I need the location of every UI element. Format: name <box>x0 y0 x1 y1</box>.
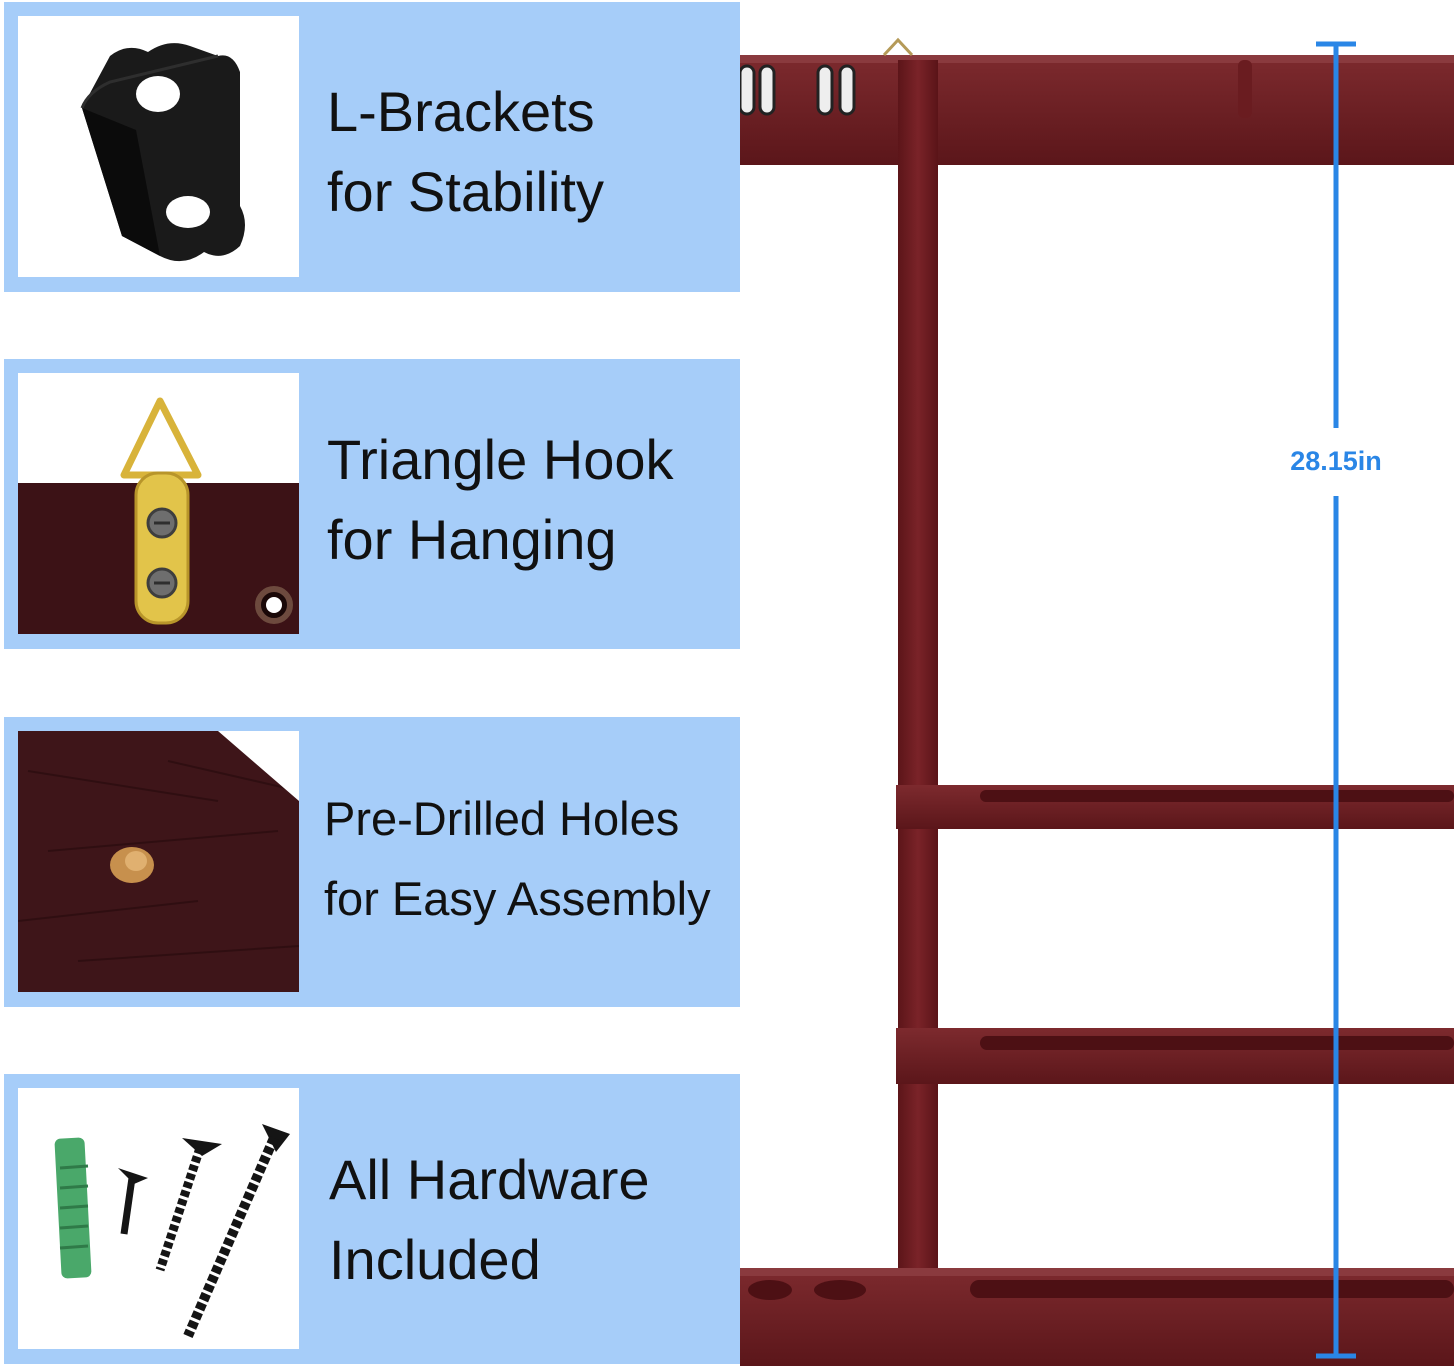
hardware-screws-icon <box>18 1088 299 1349</box>
feature-subtitle: for Hanging <box>327 508 617 571</box>
long-screw-icon <box>183 1124 290 1338</box>
feature-subtitle: for Stability <box>327 160 604 223</box>
feature-panel-triangle-hook: Triangle Hook for Hanging <box>4 359 740 649</box>
feature-title: All Hardware <box>329 1148 650 1211</box>
cue-clips <box>738 64 856 116</box>
middle-shelf-2 <box>896 1028 1454 1084</box>
feature-subtitle: for Easy Assembly <box>324 872 711 925</box>
wall-anchor-icon <box>54 1137 92 1279</box>
height-dimension-label: 28.15in <box>1290 446 1382 476</box>
drilled-hole-icon <box>18 731 299 992</box>
middle-shelf-1 <box>896 785 1454 829</box>
bottom-base <box>740 1268 1454 1366</box>
l-bracket-icon <box>18 16 299 277</box>
feature-title: Pre-Drilled Holes <box>324 792 680 845</box>
feature-title: L-Brackets <box>327 80 595 143</box>
feature-subtitle: Included <box>329 1228 541 1291</box>
feature-panel-l-brackets: L-Brackets for Stability <box>4 2 740 292</box>
feature-panel-all-hardware: All Hardware Included <box>4 1074 740 1364</box>
feature-panel-pre-drilled-holes: Pre-Drilled Holes for Easy Assembly <box>4 717 740 1007</box>
vertical-post <box>898 60 938 1290</box>
triangle-hook-icon <box>18 373 299 634</box>
height-dimension-line <box>1316 41 1356 1359</box>
medium-screw-icon <box>155 1138 222 1272</box>
feature-title: Triangle Hook <box>327 428 674 491</box>
short-screw-icon <box>118 1168 148 1235</box>
